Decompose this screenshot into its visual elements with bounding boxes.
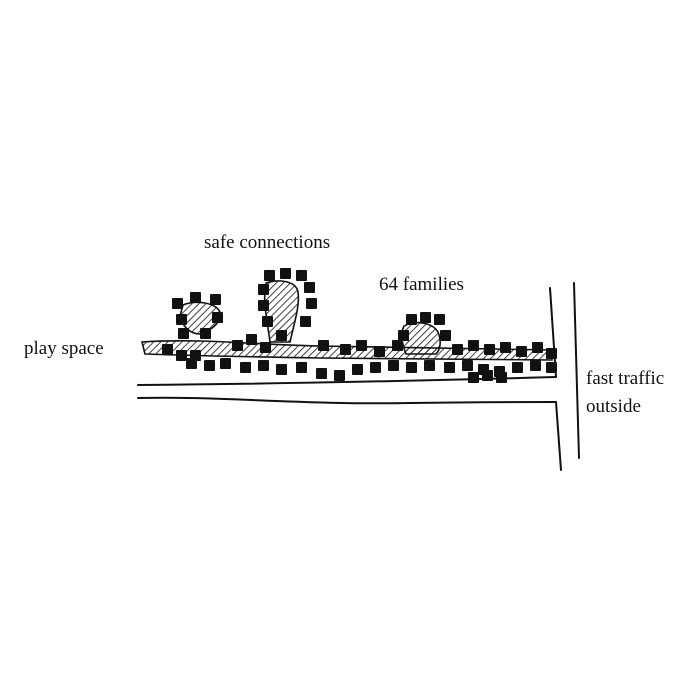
house-block xyxy=(392,340,403,351)
house-block xyxy=(200,328,211,339)
house-block xyxy=(434,314,445,325)
house-block xyxy=(532,342,543,353)
house-block xyxy=(260,342,271,353)
house-block xyxy=(258,284,269,295)
house-block xyxy=(530,360,541,371)
house-block xyxy=(340,344,351,355)
road-edge-upper xyxy=(137,376,557,386)
house-block xyxy=(452,344,463,355)
house-block xyxy=(496,372,507,383)
house-block xyxy=(352,364,363,375)
house-block xyxy=(190,292,201,303)
house-block xyxy=(172,298,183,309)
house-block xyxy=(482,370,493,381)
house-block xyxy=(462,360,473,371)
house-block xyxy=(246,334,257,345)
play-space-pocket-left xyxy=(179,301,222,335)
house-block xyxy=(406,314,417,325)
house-block xyxy=(280,268,291,279)
house-block xyxy=(484,344,495,355)
house-block xyxy=(318,340,329,351)
label-64-families: 64 families xyxy=(379,274,464,295)
house-block xyxy=(512,362,523,373)
house-block xyxy=(176,314,187,325)
cross-road-right-edge xyxy=(573,282,580,459)
house-block xyxy=(296,362,307,373)
house-block xyxy=(424,360,435,371)
house-block xyxy=(516,346,527,357)
house-block xyxy=(444,362,455,373)
house-block xyxy=(406,362,417,373)
house-block xyxy=(264,270,275,281)
house-block xyxy=(262,316,273,327)
label-fast-traffic: fast traffic xyxy=(586,368,665,389)
house-block xyxy=(162,344,173,355)
house-block xyxy=(186,358,197,369)
house-block xyxy=(500,342,511,353)
house-block xyxy=(296,270,307,281)
house-block xyxy=(334,370,345,381)
house-block xyxy=(304,282,315,293)
house-block xyxy=(232,340,243,351)
road-edge-lower xyxy=(137,396,557,405)
house-block xyxy=(276,364,287,375)
house-block xyxy=(468,372,479,383)
house-block xyxy=(420,312,431,323)
house-block xyxy=(370,362,381,373)
house-block xyxy=(258,300,269,311)
house-block xyxy=(388,360,399,371)
house-block xyxy=(220,358,231,369)
label-safe-connections: safe connections xyxy=(204,232,331,253)
house-block xyxy=(440,330,451,341)
house-block xyxy=(306,298,317,309)
cross-road-left-edge xyxy=(549,287,562,471)
play-space-pocket-center xyxy=(263,280,300,343)
house-block xyxy=(210,294,221,305)
house-block xyxy=(212,312,223,323)
house-block xyxy=(468,340,479,351)
house-block xyxy=(176,350,187,361)
house-block xyxy=(258,360,269,371)
house-block xyxy=(546,362,557,373)
house-block xyxy=(374,346,385,357)
house-block xyxy=(204,360,215,371)
house-block xyxy=(276,330,287,341)
house-block xyxy=(398,330,409,341)
house-block xyxy=(356,340,367,351)
label-outside: outside xyxy=(586,396,641,417)
house-block xyxy=(316,368,327,379)
house-block xyxy=(300,316,311,327)
house-block xyxy=(178,328,189,339)
label-play-space: play space xyxy=(24,338,104,359)
house-block xyxy=(240,362,251,373)
house-clusters xyxy=(162,268,557,383)
house-block xyxy=(546,348,557,359)
